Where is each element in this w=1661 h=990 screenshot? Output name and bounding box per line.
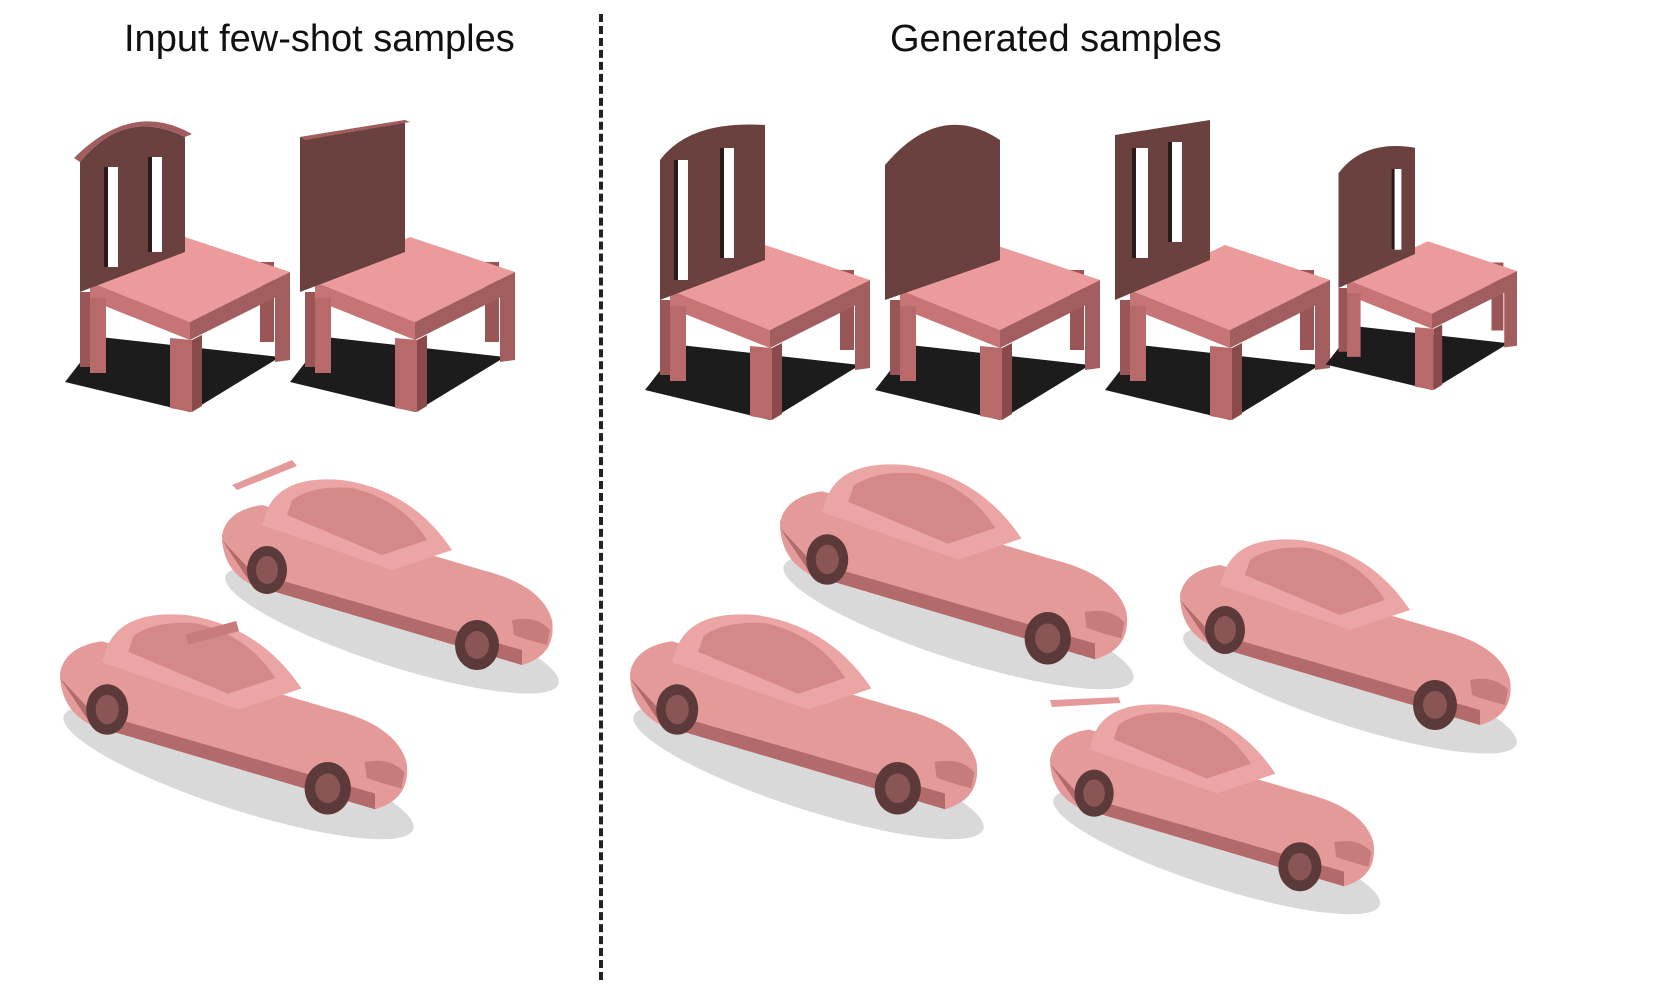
input-car-1 xyxy=(214,460,570,718)
section-divider xyxy=(599,14,603,980)
input-chair-2 xyxy=(290,120,515,412)
generated-samples-heading: Generated samples xyxy=(890,18,1222,60)
generated-chair-1 xyxy=(645,124,870,420)
input-samples-heading: Input few-shot samples xyxy=(124,18,515,60)
generated-chair-4 xyxy=(1325,146,1517,390)
generated-chair-2 xyxy=(875,124,1100,420)
input-chair-1 xyxy=(65,121,290,412)
input-car-2 xyxy=(52,614,425,865)
generated-car-4 xyxy=(1042,697,1391,938)
generated-chair-3 xyxy=(1105,120,1330,420)
